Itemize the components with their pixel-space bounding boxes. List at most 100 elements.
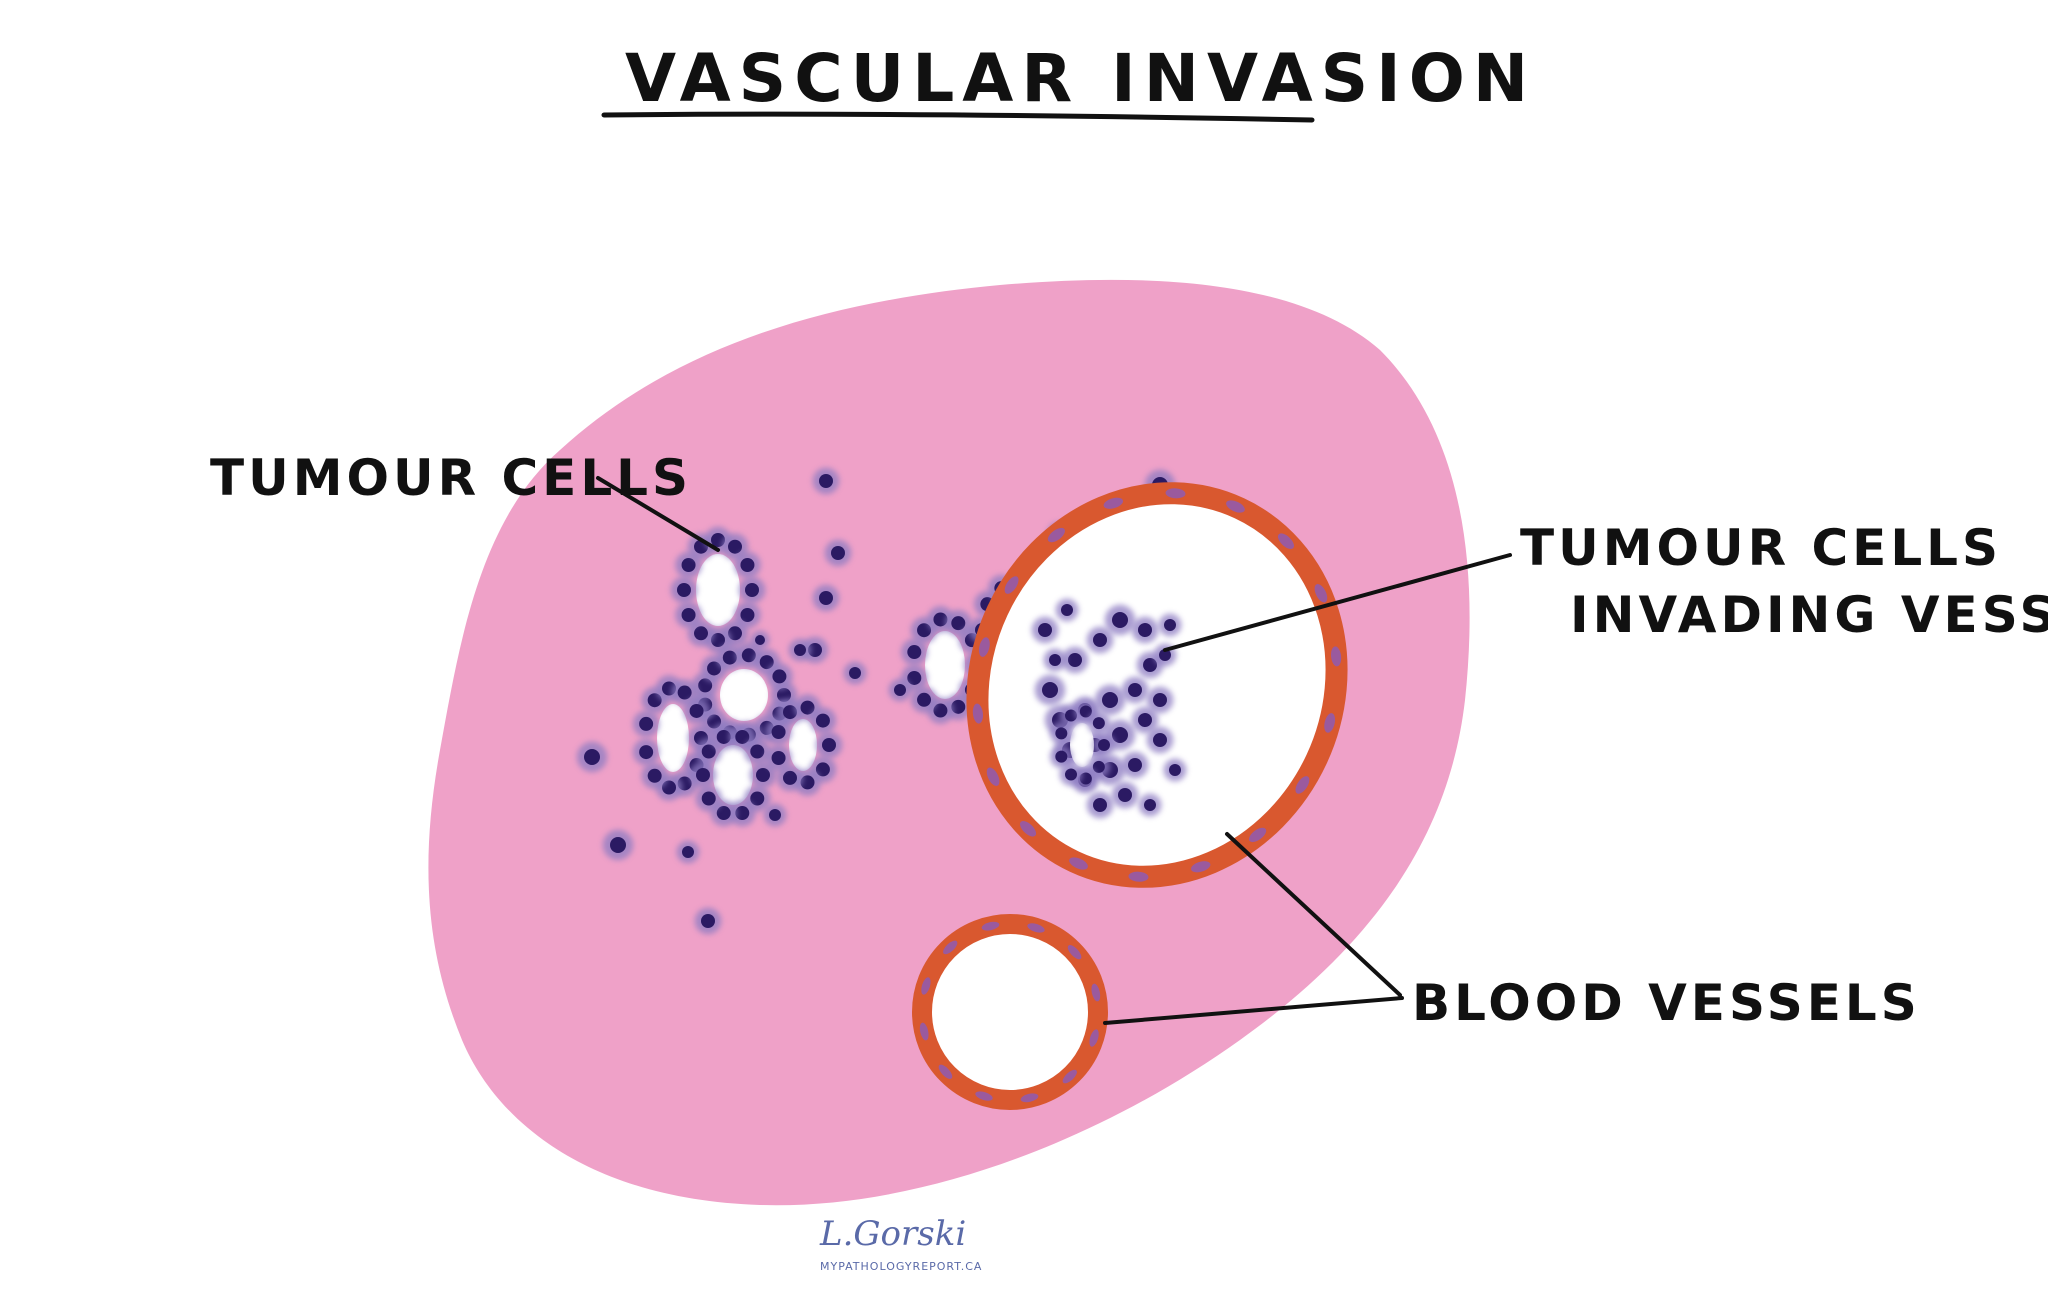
gland-lumen — [720, 669, 768, 721]
gland-cell — [776, 764, 804, 792]
endothelial-cell — [1089, 1029, 1099, 1047]
endothelial-cell — [972, 703, 984, 724]
cell-nucleus — [1055, 727, 1068, 740]
cell-nucleus — [1079, 705, 1092, 718]
cell-nucleus — [740, 558, 755, 572]
invading-tumour-cells-group — [1031, 598, 1187, 819]
invading-tumour-cell — [1049, 721, 1073, 745]
cell-nucleus — [1153, 693, 1167, 707]
cell-nucleus — [1065, 709, 1077, 722]
cell-nucleus — [808, 643, 822, 657]
tumour-cell — [888, 678, 912, 702]
cell-nucleus — [716, 806, 731, 821]
cell-nucleus — [822, 738, 836, 752]
gland-cell — [749, 761, 777, 789]
artist-signature: L.Gorski MYPATHOLOGYREPORT.CA — [819, 1214, 981, 1273]
cell-nucleus — [698, 678, 713, 693]
endothelial-cell — [1314, 584, 1328, 603]
tumour-cell — [812, 584, 840, 612]
cell-nucleus — [716, 729, 731, 744]
invading-tumour-cell — [1086, 626, 1114, 654]
invading-tumour-cell — [1043, 648, 1067, 672]
invading-tumour-cell — [1131, 706, 1159, 734]
gland-cell — [765, 744, 792, 772]
gland-lumen — [789, 719, 817, 771]
cell-nucleus — [677, 583, 691, 597]
leader-line-tumour-cells — [596, 476, 720, 552]
cell-nucleus — [1118, 788, 1132, 802]
endothelial-cell — [975, 1091, 993, 1101]
cell-nucleus — [1169, 764, 1181, 776]
cell-nucleus — [1112, 727, 1128, 743]
cell-nucleus — [800, 775, 815, 790]
invading-tumour-cell — [1059, 763, 1083, 786]
cell-nucleus — [771, 750, 786, 765]
endothelial-cell — [921, 977, 931, 995]
leader-line-vessels-large — [1225, 832, 1402, 997]
cell-nucleus — [771, 725, 786, 740]
cell-nucleus — [677, 685, 692, 700]
endothelial-cell — [1103, 497, 1124, 509]
endothelial-cell — [1249, 827, 1267, 843]
tumour-cell — [676, 840, 700, 864]
cell-nucleus — [794, 644, 806, 656]
cell-nucleus — [849, 667, 861, 679]
cell-nucleus — [917, 623, 932, 638]
vessel-wall-cells — [972, 488, 1342, 882]
endothelial-cell — [1020, 820, 1037, 837]
endothelial-cell — [1324, 713, 1336, 733]
invading-tumour-cell — [1086, 791, 1114, 819]
embolus-lumen — [1070, 723, 1094, 767]
cell-nucleus — [1038, 623, 1052, 637]
tumour-cell — [576, 741, 608, 773]
gland-cell — [632, 710, 660, 738]
cell-nucleus — [1092, 760, 1105, 773]
gland-cell — [765, 718, 792, 746]
invading-tumour-cell — [1049, 745, 1073, 769]
endothelial-cell — [1277, 533, 1294, 550]
gland-cell — [734, 551, 761, 579]
cell-nucleus — [815, 762, 830, 777]
tumour-cell — [694, 907, 722, 935]
cell-nucleus — [639, 716, 654, 731]
cell-nucleus — [728, 626, 742, 641]
cell-nucleus — [1093, 633, 1107, 647]
cell-nucleus — [1128, 683, 1142, 697]
cell-nucleus — [951, 699, 966, 714]
cell-nucleus — [740, 608, 755, 622]
gland-cell — [710, 723, 738, 751]
cell-nucleus — [722, 650, 737, 665]
cell-nucleus — [1112, 612, 1128, 628]
cell-nucleus — [1144, 799, 1156, 811]
cell-nucleus — [707, 714, 722, 729]
gland-cell — [766, 663, 793, 690]
cell-nucleus — [1093, 798, 1107, 812]
gland-cell — [675, 601, 702, 629]
cell-nucleus — [819, 591, 833, 605]
cell-nucleus — [772, 669, 787, 684]
cell-nucleus — [933, 612, 948, 627]
invading-tumour-cell — [1087, 711, 1111, 735]
cell-nucleus — [681, 608, 696, 622]
gland-cell — [809, 707, 837, 734]
cell-nucleus — [1159, 649, 1171, 661]
cell-nucleus — [769, 809, 781, 821]
endothelial-cell — [986, 767, 1000, 786]
endothelial-cell — [1004, 576, 1019, 594]
leader-line-invading — [1163, 553, 1512, 652]
endothelial-cell — [1062, 1069, 1077, 1084]
cell-nucleus — [647, 768, 662, 783]
cell-nucleus — [783, 770, 797, 785]
endothelial-cell — [1226, 500, 1245, 513]
cell-nucleus — [1098, 739, 1110, 751]
cell-nucleus — [682, 846, 694, 858]
cell-nucleus — [1079, 772, 1092, 785]
cell-nucleus — [800, 700, 815, 715]
cell-nucleus — [745, 583, 759, 597]
gland-cell — [689, 761, 717, 789]
cell-nucleus — [1065, 768, 1077, 781]
invading-tumour-cell — [1138, 793, 1162, 817]
cell-nucleus — [819, 474, 833, 488]
endothelial-cell — [1067, 945, 1082, 960]
